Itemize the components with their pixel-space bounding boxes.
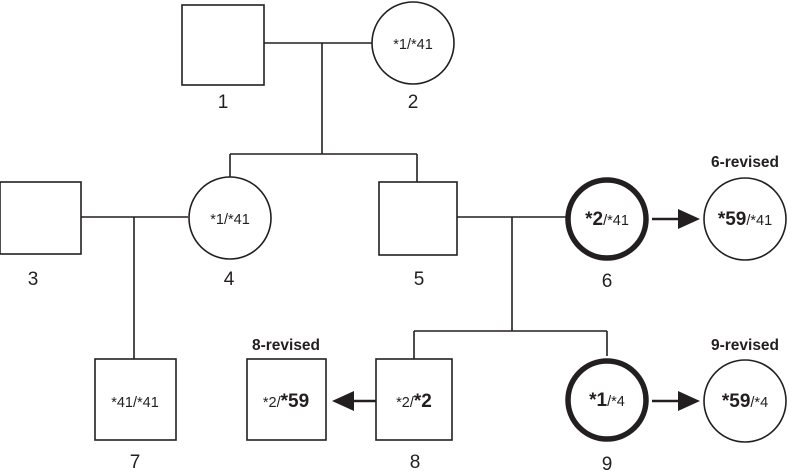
genotype-label: *1/*4 bbox=[589, 390, 625, 411]
individual-8: *2/*2 8 bbox=[375, 358, 453, 473]
genotype-segment: *41 bbox=[137, 395, 159, 411]
genotype-label: *1/*41 bbox=[210, 212, 250, 228]
individual-2: *1/*41 2 bbox=[371, 1, 455, 113]
genotype-segment: *1 bbox=[210, 212, 224, 228]
genotype-segment: *59 bbox=[718, 209, 747, 230]
individual-number: 5 bbox=[414, 269, 425, 290]
individual-6: *2/*41 6 bbox=[565, 177, 649, 292]
revised-8: 8-revised *2/*59 bbox=[246, 337, 327, 441]
revised-label: 8-revised bbox=[252, 337, 320, 354]
revised-6: 6-revised *59/*41 bbox=[703, 154, 787, 261]
genotype-segment: *1 bbox=[393, 37, 407, 53]
genotype-segment: *41 bbox=[607, 213, 629, 229]
pedigree-lines bbox=[81, 42, 608, 359]
genotype-segment: / bbox=[407, 37, 412, 53]
genotype-segment: *41 bbox=[228, 212, 250, 228]
individual-5: 5 bbox=[378, 181, 458, 290]
genotype-label: *2/*2 bbox=[396, 391, 432, 412]
individual-1: 1 bbox=[181, 4, 265, 113]
genotype-label: *2/*59 bbox=[263, 391, 309, 412]
genotype-segment: *4 bbox=[611, 394, 625, 410]
female-circle bbox=[371, 1, 455, 85]
genotype-segment: *2 bbox=[396, 395, 410, 411]
female-circle-highlighted bbox=[565, 177, 649, 261]
revised-label: 9-revised bbox=[711, 337, 779, 354]
genotype-segment: / bbox=[133, 395, 138, 411]
revised-label: 6-revised bbox=[711, 154, 779, 171]
genotype-segment: *2 bbox=[414, 391, 432, 412]
genotype-label: *2/*41 bbox=[585, 209, 629, 230]
male-square bbox=[94, 358, 177, 441]
individual-number: 4 bbox=[224, 269, 235, 290]
genotype-segment: / bbox=[410, 395, 415, 411]
arrow-6-revised-head bbox=[678, 209, 700, 229]
genotype-segment: *59 bbox=[281, 391, 310, 412]
individual-3: 3 bbox=[0, 181, 82, 290]
genotype-label: *41/*41 bbox=[111, 395, 159, 411]
individual-number: 3 bbox=[28, 269, 39, 290]
female-circle bbox=[703, 359, 787, 443]
male-square bbox=[0, 181, 82, 255]
genotype-segment: / bbox=[277, 395, 282, 411]
genotype-label: *59/*41 bbox=[718, 209, 772, 230]
male-square bbox=[378, 181, 458, 256]
individual-number: 8 bbox=[410, 452, 421, 473]
genotype-segment: *59 bbox=[722, 391, 751, 412]
female-circle bbox=[703, 177, 787, 261]
genotype-segment: *41 bbox=[111, 395, 133, 411]
male-square bbox=[246, 358, 327, 441]
individual-number: 9 bbox=[602, 454, 613, 475]
genotype-segment: / bbox=[750, 395, 755, 411]
genotype-segment: / bbox=[224, 212, 229, 228]
genotype-segment: *2 bbox=[263, 395, 277, 411]
male-square bbox=[375, 358, 453, 441]
genotype-segment: *41 bbox=[750, 213, 772, 229]
genotype-segment: / bbox=[746, 213, 751, 229]
individual-9: *1/*4 9 bbox=[565, 358, 649, 475]
individual-number: 6 bbox=[602, 271, 613, 292]
female-circle-highlighted bbox=[565, 358, 649, 442]
individual-4: *1/*41 4 bbox=[188, 176, 272, 290]
arrow-8-revised-head bbox=[332, 391, 354, 411]
genotype-segment: *1 bbox=[589, 390, 607, 411]
revision-arrows bbox=[332, 209, 700, 411]
genotype-segment: / bbox=[603, 213, 608, 229]
genotype-segment: *41 bbox=[411, 37, 433, 53]
individual-number: 1 bbox=[218, 92, 229, 113]
arrow-9-revised-head bbox=[678, 391, 700, 411]
female-circle bbox=[188, 176, 272, 260]
genotype-segment: / bbox=[607, 394, 612, 410]
individual-number: 2 bbox=[408, 92, 419, 113]
genotype-label: *59/*4 bbox=[722, 391, 768, 412]
individual-number: 7 bbox=[130, 452, 141, 473]
male-square bbox=[181, 4, 265, 86]
individual-7: *41/*41 7 bbox=[94, 358, 177, 473]
genotype-segment: *2 bbox=[585, 209, 603, 230]
genotype-label: *1/*41 bbox=[393, 37, 433, 53]
revised-9: 9-revised *59/*4 bbox=[703, 337, 787, 443]
genotype-segment: *4 bbox=[754, 395, 768, 411]
